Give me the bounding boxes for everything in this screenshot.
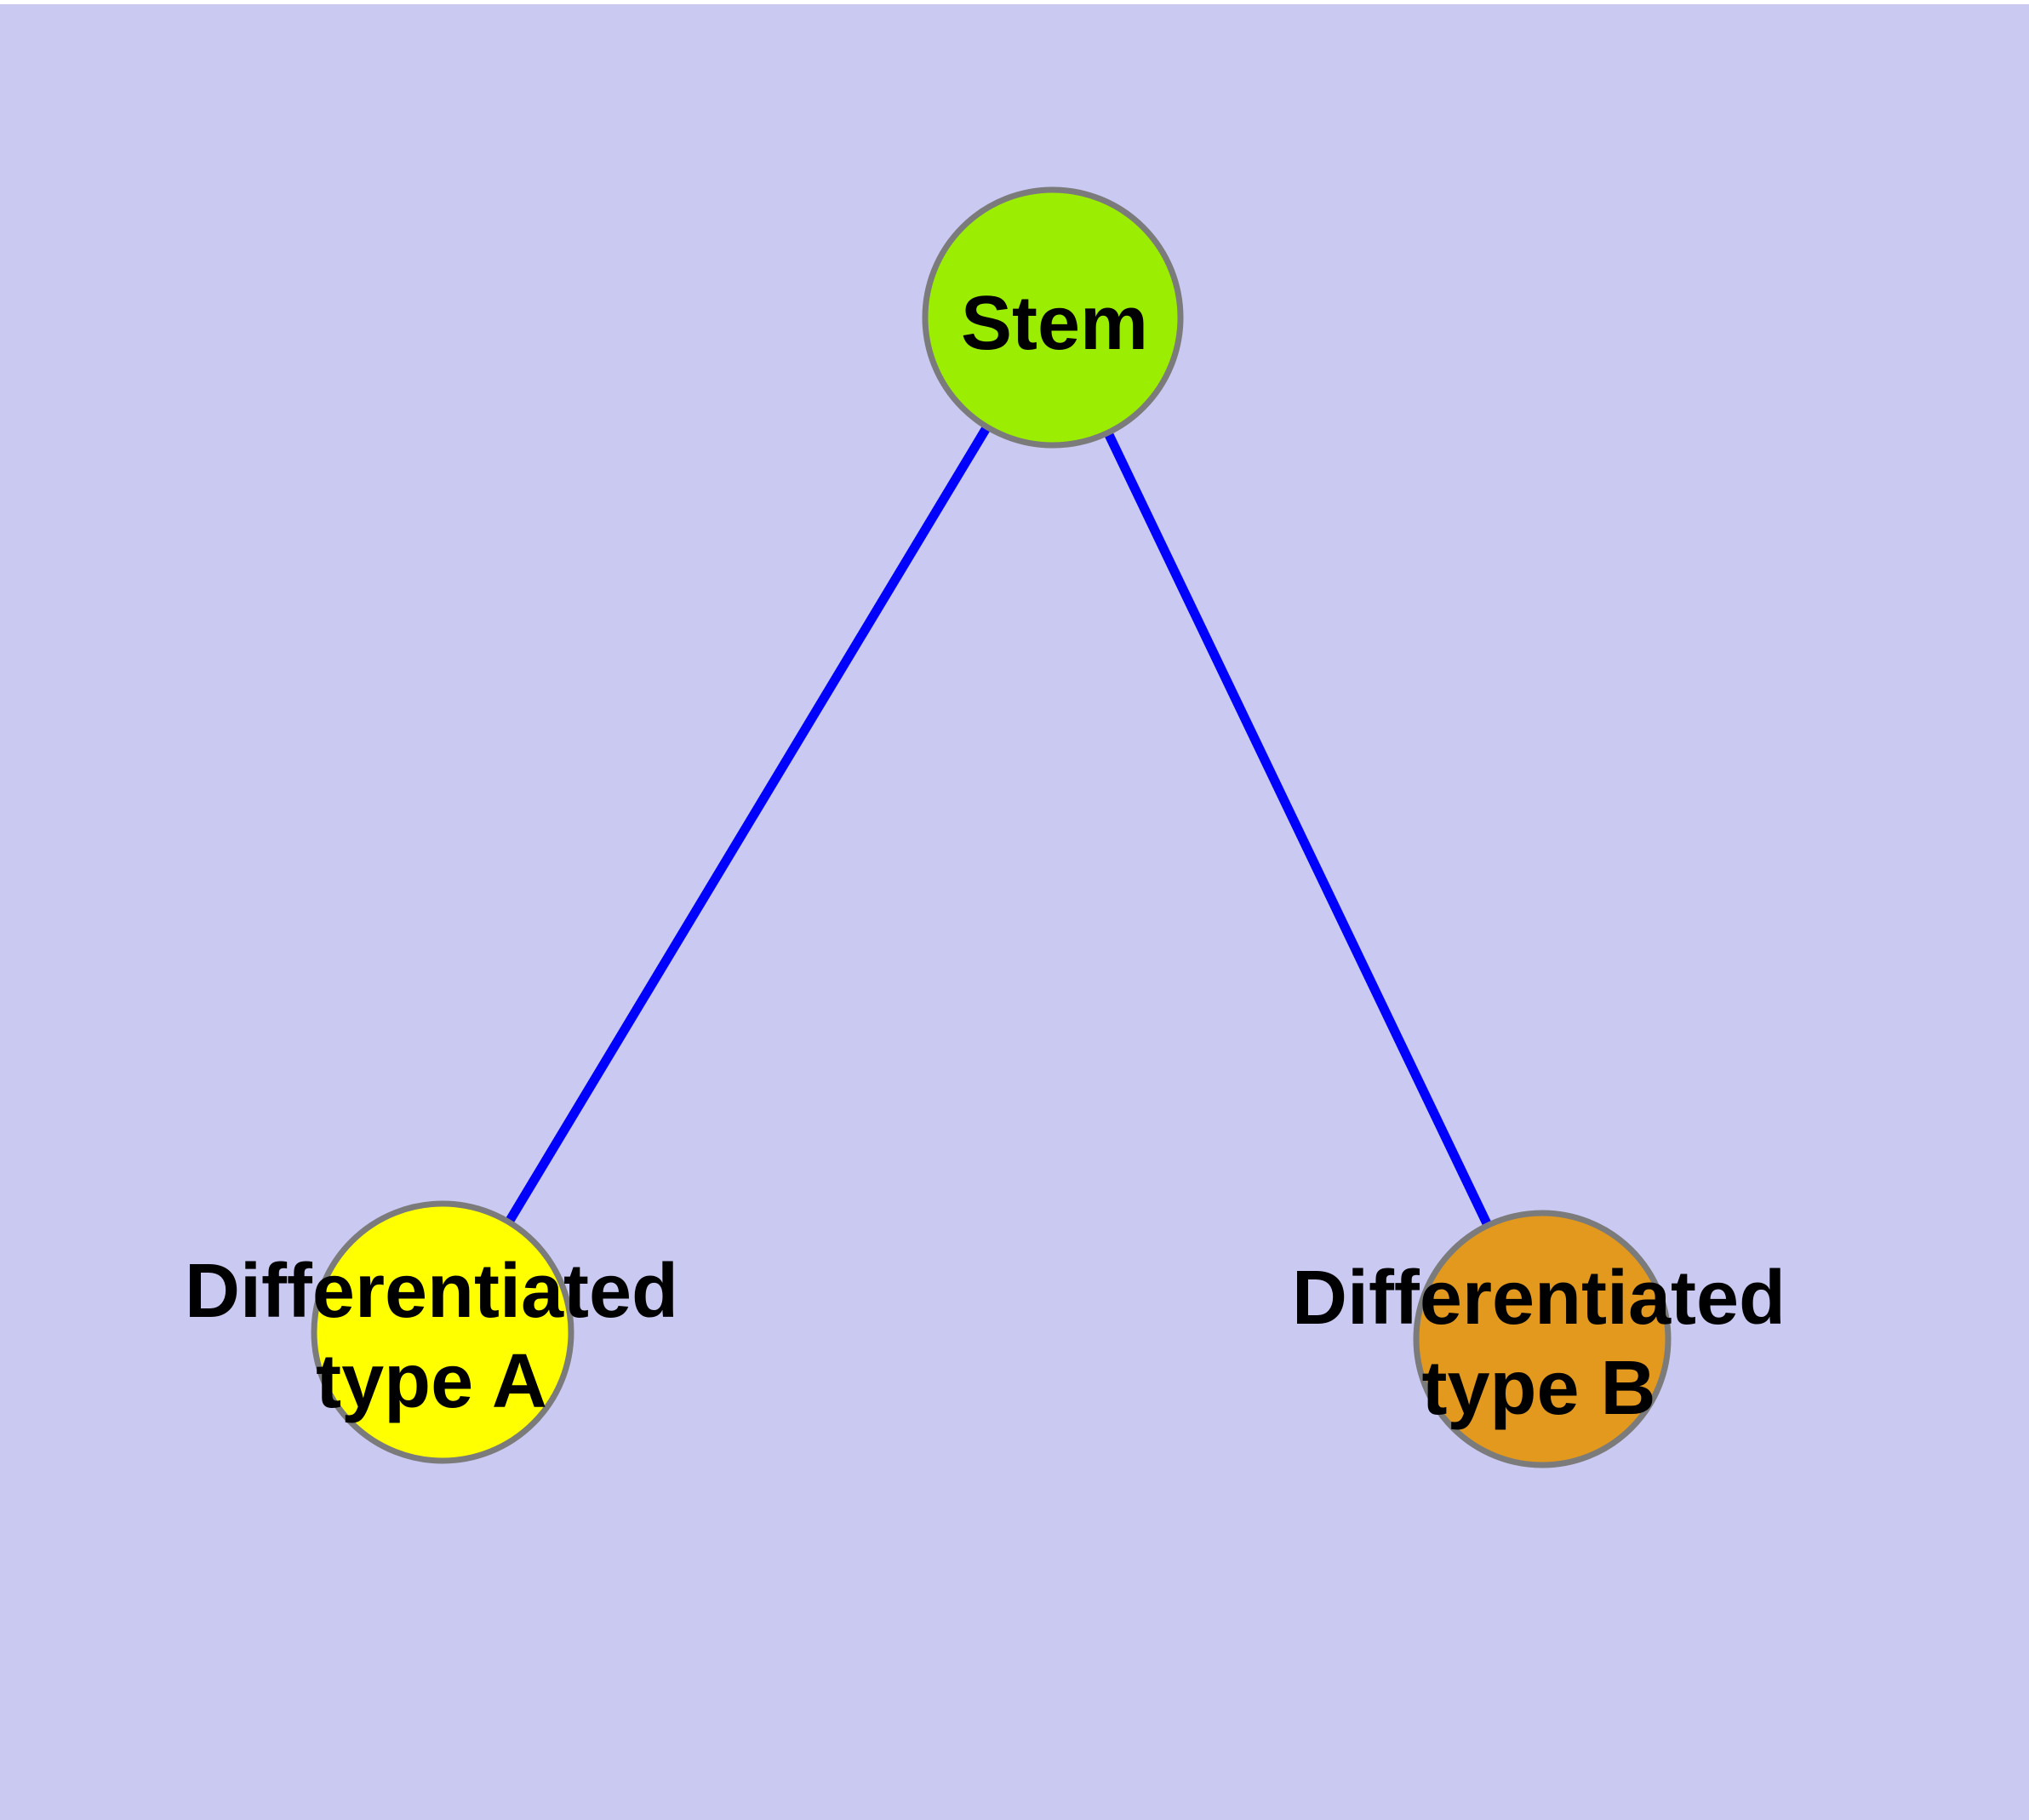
node-type-a-label-line2: type A: [316, 1339, 547, 1424]
node-stem: Stem: [922, 186, 1184, 449]
node-type-a-circle: [311, 1200, 574, 1464]
node-differentiated-type-b: Differentiated type B: [1292, 1210, 1786, 1468]
node-type-b-circle: [1413, 1210, 1672, 1468]
node-type-b-label-line1: Differentiated: [1292, 1256, 1786, 1341]
node-type-b-label-line2: type B: [1421, 1346, 1655, 1431]
node-stem-label: Stem: [961, 281, 1148, 366]
edge-stem-to-type-a: [438, 315, 1057, 1335]
node-differentiated-type-a: Differentiated type A: [185, 1200, 678, 1464]
edge-stem-to-type-b: [1049, 315, 1546, 1342]
node-stem-circle: [922, 186, 1184, 449]
node-type-a-label-line1: Differentiated: [185, 1249, 678, 1334]
